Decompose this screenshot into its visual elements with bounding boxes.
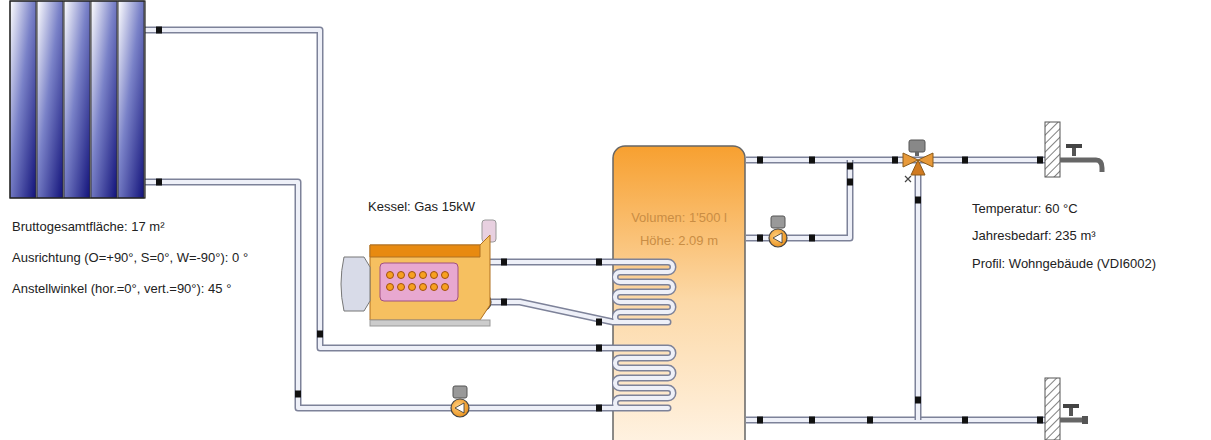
collector-panels [10, 1, 144, 198]
hot-water-spec: Profil: Wohngebäude (VDI6002) [972, 256, 1156, 271]
pipe-connector [145, 27, 613, 352]
tank-body [613, 146, 745, 440]
hot-water-spec: Jahresbedarf: 235 m³ [972, 228, 1096, 243]
boiler-body [341, 220, 496, 326]
coil [612, 348, 673, 408]
node-label: Kessel: Gas 15kW [368, 199, 475, 214]
collector-frame [10, 1, 145, 198]
solar-collector: Bruttogesamtfläche: 17 m² Ausrichtung (O=… [0, 0, 330, 300]
gas-boiler: Kessel: Gas 15kW [330, 195, 520, 335]
pipe-connector [490, 299, 613, 326]
gas-boiler-shape [330, 195, 520, 335]
tap-hot [1060, 144, 1102, 172]
storage-tank: Volumen: 1'500 l Höhe: 2.09 m [612, 145, 746, 440]
pipe [918, 175, 919, 420]
pipe-connector [490, 259, 613, 266]
tank-value: Volumen: 1'500 l [631, 210, 727, 225]
pipes [746, 157, 1045, 424]
heat-exchanger-coils [612, 262, 673, 408]
node-label: Anstellwinkel (hor.=0°, vert.=90°): 45 ° [12, 281, 231, 296]
wall [1045, 122, 1060, 440]
circulation-pump [451, 386, 469, 417]
node-label: Bruttogesamtfläche: 17 m² [12, 219, 164, 234]
storage-tank-shape [612, 145, 746, 440]
tank-value: Höhe: 2.09 m [640, 233, 718, 248]
hot-water-spec: Temperatur: 60 °C [972, 201, 1078, 216]
pipe [746, 420, 1045, 421]
tap-cold [1060, 404, 1088, 424]
node-label: Ausrichtung (O=+90°, S=0°, W=-90°): 0 ° [12, 250, 248, 265]
coil [612, 262, 673, 322]
pipe [746, 160, 850, 238]
circulation-pump [769, 216, 787, 247]
mixing-valve [903, 140, 933, 182]
